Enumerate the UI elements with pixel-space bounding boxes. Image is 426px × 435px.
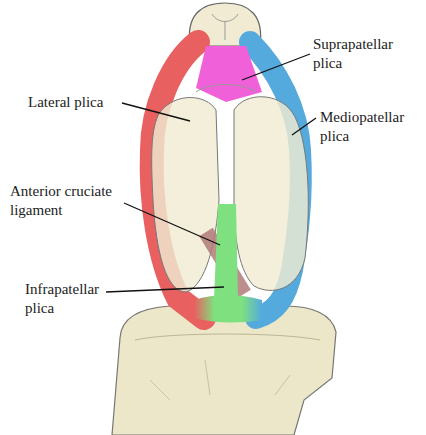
lateral-condyle	[152, 98, 219, 293]
tibia	[112, 306, 336, 435]
part-label: Mediopatellar plica	[320, 108, 420, 146]
part-label: Infrapatellar plica	[25, 280, 115, 318]
part-label: Anterior cruciate ligament	[10, 182, 135, 220]
infrapatellar-plica	[194, 295, 262, 323]
part-label: Lateral plica	[28, 93, 148, 112]
part-label: Suprapatellar plica	[313, 35, 413, 73]
suprapatellar-plica	[196, 46, 262, 102]
leader-lines	[106, 54, 316, 292]
anterior-cruciate-ligament	[214, 204, 238, 300]
medial-condyle	[234, 97, 308, 291]
